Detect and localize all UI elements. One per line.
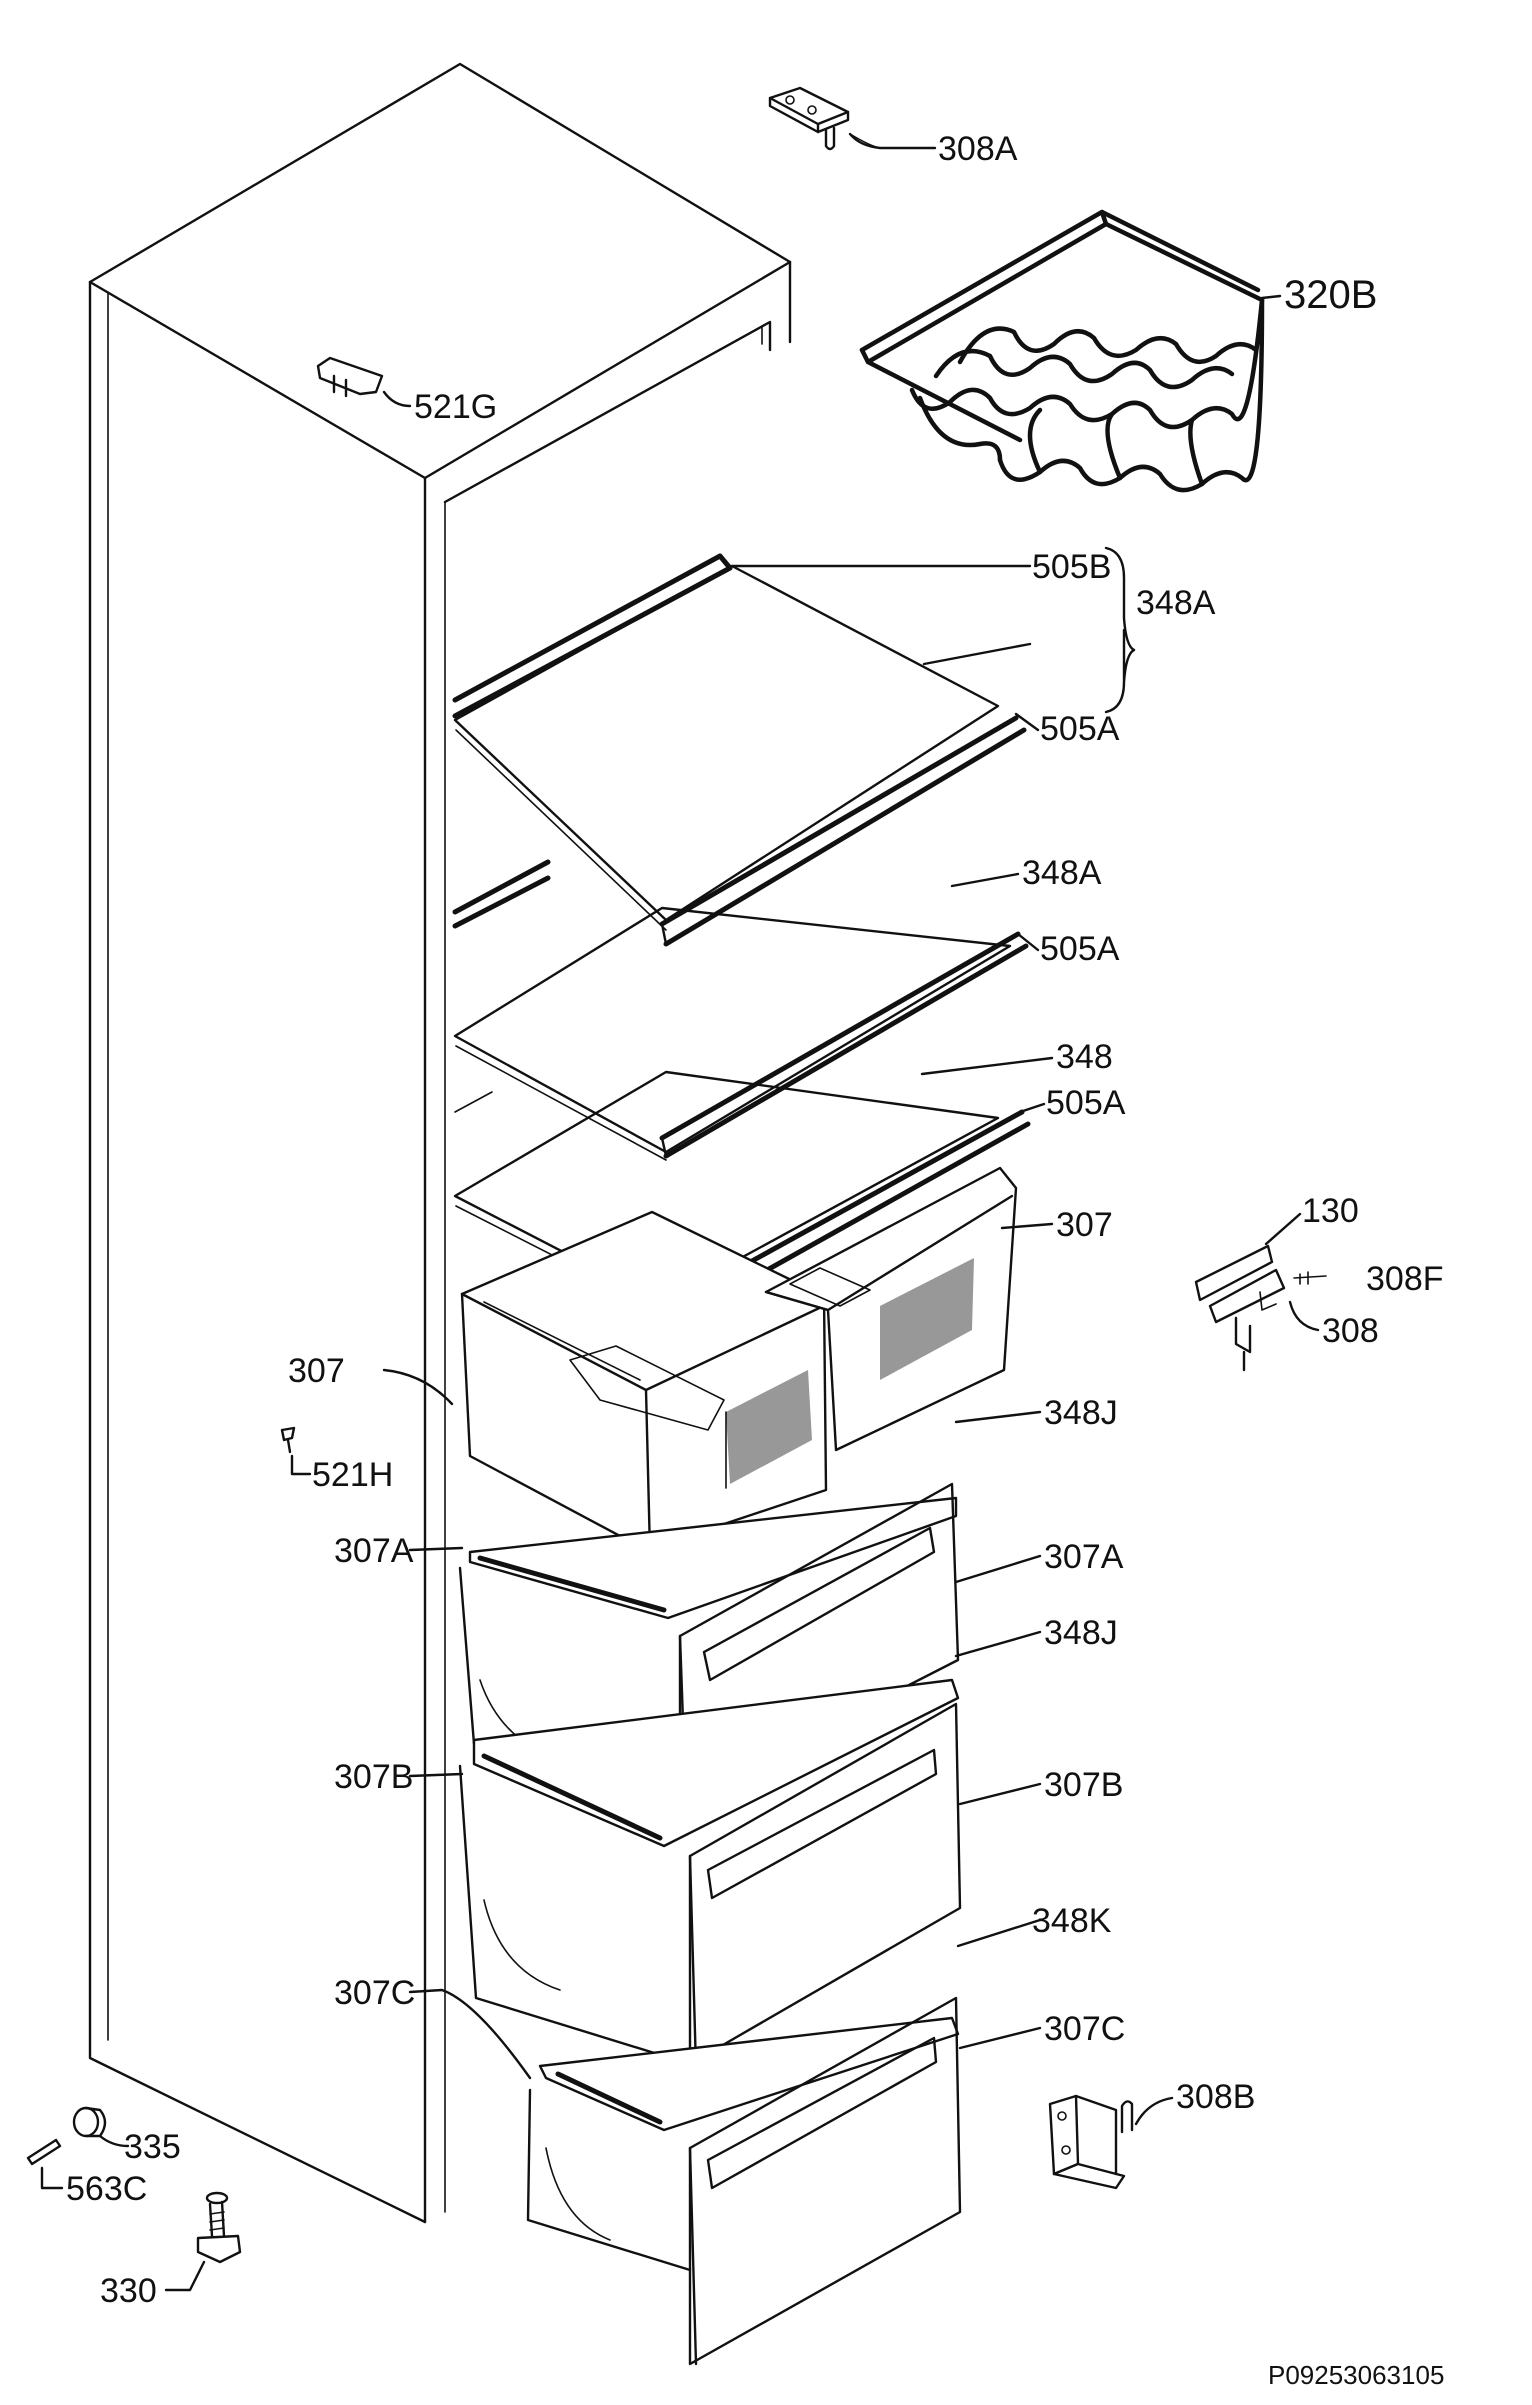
label-505a-1: 505A xyxy=(1040,710,1120,748)
drawer-307c xyxy=(526,1996,962,2366)
label-307a-right: 307A xyxy=(1044,1538,1124,1576)
label-348a-top: 348A xyxy=(1136,584,1216,622)
label-307-right: 307 xyxy=(1056,1206,1113,1244)
wall-rail-1 xyxy=(452,859,551,915)
label-308b: 308B xyxy=(1176,2078,1255,2116)
label-320b: 320B xyxy=(1284,273,1377,317)
label-130: 130 xyxy=(1302,1192,1359,1230)
label-308: 308 xyxy=(1322,1312,1379,1350)
screw-521h-part xyxy=(280,1426,296,1454)
label-348j-2: 348J xyxy=(1044,1614,1118,1652)
cabinet-body xyxy=(88,62,792,2224)
label-348k: 348K xyxy=(1032,1902,1112,1940)
label-505b: 505B xyxy=(1032,548,1111,586)
part-labels: 308A 320B 521G 505B 348A 505A 348A 505A … xyxy=(66,130,1444,2390)
middle-hinge-part xyxy=(1194,1244,1327,1372)
label-307c-left: 307C xyxy=(334,1974,415,2012)
glass-shelf-2 xyxy=(453,906,1029,1161)
clip-521g-part xyxy=(316,356,384,398)
label-505a-2: 505A xyxy=(1040,930,1120,968)
label-348: 348 xyxy=(1056,1038,1113,1076)
label-521g: 521G xyxy=(414,388,497,426)
label-308a: 308A xyxy=(938,130,1018,168)
label-307a-left: 307A xyxy=(334,1532,414,1570)
crisper-bins xyxy=(460,1166,1018,1554)
wine-rack-part xyxy=(859,209,1265,493)
label-307-left: 307 xyxy=(288,1352,345,1390)
label-563c: 563C xyxy=(66,2170,147,2208)
label-307b-right: 307B xyxy=(1044,1766,1123,1804)
label-348a-2: 348A xyxy=(1022,854,1102,892)
wall-rail-2 xyxy=(452,875,551,929)
label-505a-3: 505A xyxy=(1046,1084,1126,1122)
label-307b-left: 307B xyxy=(334,1758,413,1796)
drawer-307b xyxy=(458,1678,962,2070)
label-308f: 308F xyxy=(1366,1260,1444,1298)
label-307c-right: 307C xyxy=(1044,2010,1125,2048)
label-335: 335 xyxy=(124,2128,181,2166)
glass-shelf-1 xyxy=(452,553,1027,947)
wall-line-1 xyxy=(454,1091,493,1113)
leader-lines xyxy=(40,132,1320,2292)
label-521h: 521H xyxy=(312,1456,393,1494)
top-hinge-part xyxy=(768,86,881,151)
label-348j-1: 348J xyxy=(1044,1394,1118,1432)
bottom-hinge-part xyxy=(1048,2094,1134,2190)
drawing-code: P09253063105 xyxy=(1268,2360,1444,2390)
label-330: 330 xyxy=(100,2272,157,2310)
